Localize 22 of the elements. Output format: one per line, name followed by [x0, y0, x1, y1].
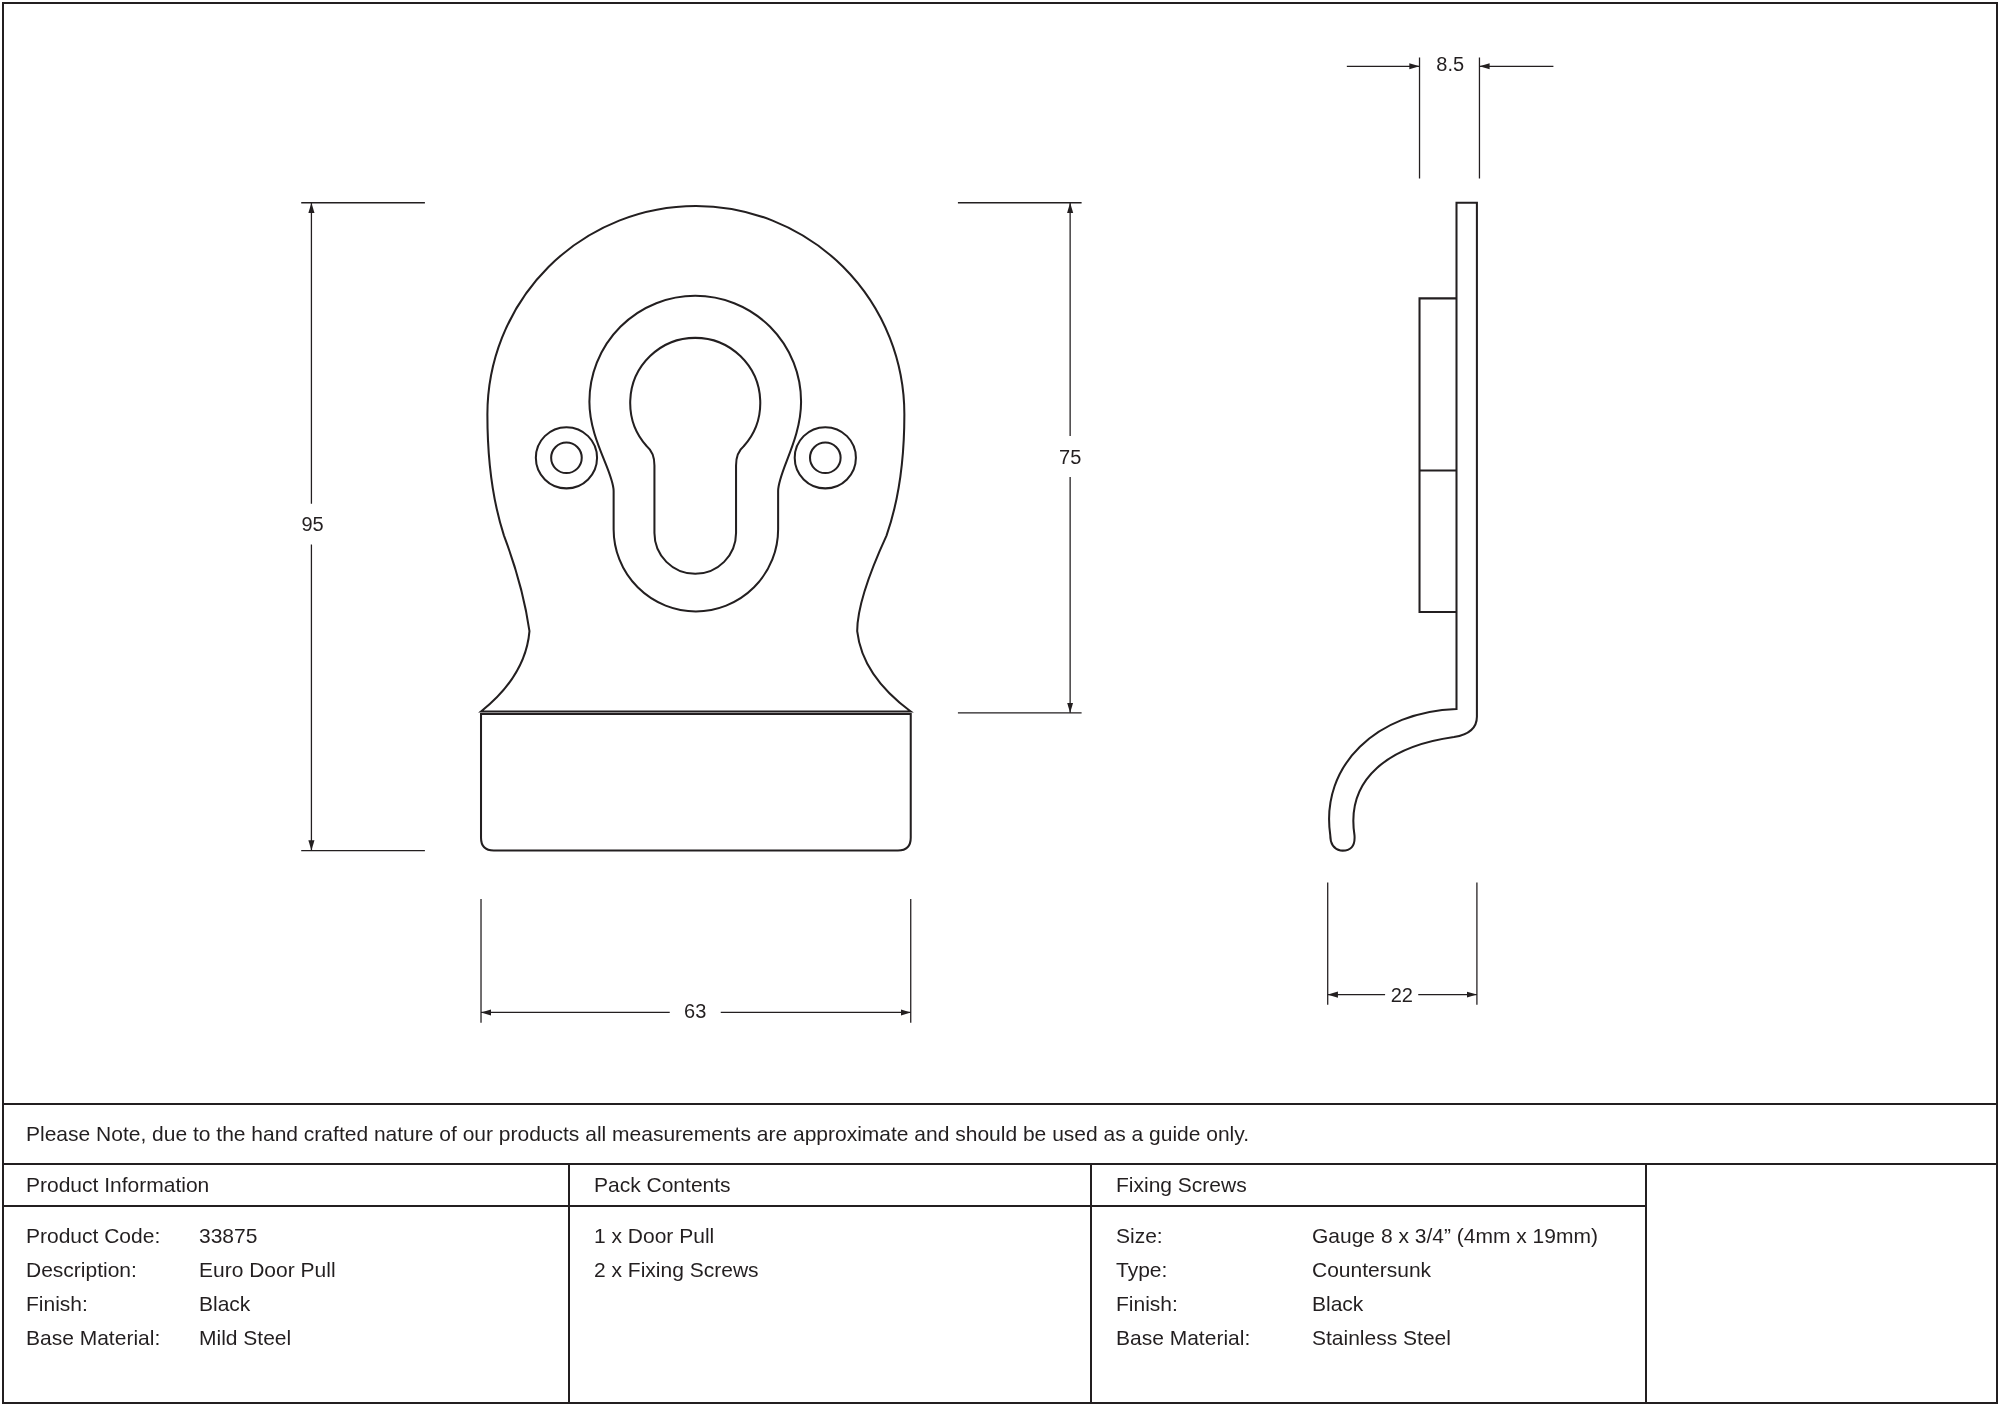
field-value: Countersunk [1312, 1257, 1432, 1284]
field-label: Description: [26, 1257, 138, 1284]
field-value: Stainless Steel [1312, 1325, 1451, 1352]
column-heading: Pack Contents [594, 1172, 731, 1199]
column-heading: Product Information [26, 1172, 210, 1199]
field-label: Size: [1116, 1223, 1164, 1250]
field-label: Finish: [1116, 1291, 1179, 1318]
field-label: Base Material: [26, 1325, 162, 1352]
field-label: Product Code: [26, 1223, 162, 1250]
field-value: 33875 [199, 1223, 258, 1250]
field-value: Black [199, 1291, 251, 1318]
note-text: Please Note, due to the hand crafted nature of our products all measurements are approximate and should be used as a guide only. [26, 1121, 1250, 1148]
field-label: Base Material: [1116, 1325, 1252, 1352]
field-value: Mild Steel [199, 1325, 292, 1352]
field-value: Euro Door Pull [199, 1257, 336, 1284]
field-label: Finish: [26, 1291, 89, 1318]
column-heading: Fixing Screws [1116, 1172, 1247, 1199]
field-label: Type: [1116, 1257, 1169, 1284]
list-item: 2 x Fixing Screws [594, 1257, 759, 1284]
field-value: Gauge 8 x 3/4” (4mm x 19mm) [1312, 1223, 1598, 1250]
list-item: 1 x Door Pull [594, 1223, 715, 1250]
field-value: Black [1312, 1291, 1364, 1318]
